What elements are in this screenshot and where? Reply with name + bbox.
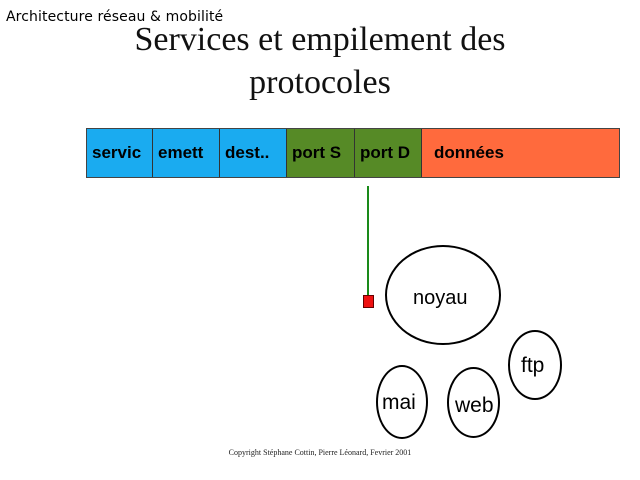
process-ftp-label: ftp xyxy=(521,354,545,377)
process-mail-label: mai xyxy=(382,391,416,414)
slide-title-line2: protocoles xyxy=(249,64,391,101)
copyright-footer: Copyright Stéphane Cottin, Pierre Léonar… xyxy=(228,448,412,457)
field-port-destination-label: port D xyxy=(360,143,411,162)
field-emetteur-label: emett xyxy=(158,143,204,162)
process-noyau-label: noyau xyxy=(413,287,468,309)
process-web-ellipse: web xyxy=(447,367,500,438)
field-donnees-label: données xyxy=(434,143,504,162)
process-mail-ellipse: mai xyxy=(376,365,428,439)
field-service-label: servic xyxy=(92,143,142,162)
socket-marker xyxy=(363,295,374,308)
port-connector-line xyxy=(367,186,369,298)
process-noyau-ellipse: noyau xyxy=(385,245,501,345)
field-port-source-label: port S xyxy=(292,143,342,162)
field-emetteur: emett xyxy=(153,129,220,177)
process-web-label: web xyxy=(455,394,494,417)
slide-title: Services et empilement des protocoles xyxy=(60,18,580,104)
field-destinataire-label: dest.. xyxy=(225,143,270,162)
field-service: servic xyxy=(87,129,153,177)
field-port-destination: port D xyxy=(355,129,422,177)
slide-title-line1: Services et empilement des xyxy=(134,21,506,58)
process-ftp-ellipse: ftp xyxy=(508,330,562,400)
field-destinataire: dest.. xyxy=(220,129,287,177)
field-donnees: données xyxy=(422,129,619,177)
packet-header-bar: servic emett dest.. port S port D donnée… xyxy=(86,128,620,178)
corner-course-title: Architecture réseau & mobilité xyxy=(6,9,224,25)
field-port-source: port S xyxy=(287,129,355,177)
